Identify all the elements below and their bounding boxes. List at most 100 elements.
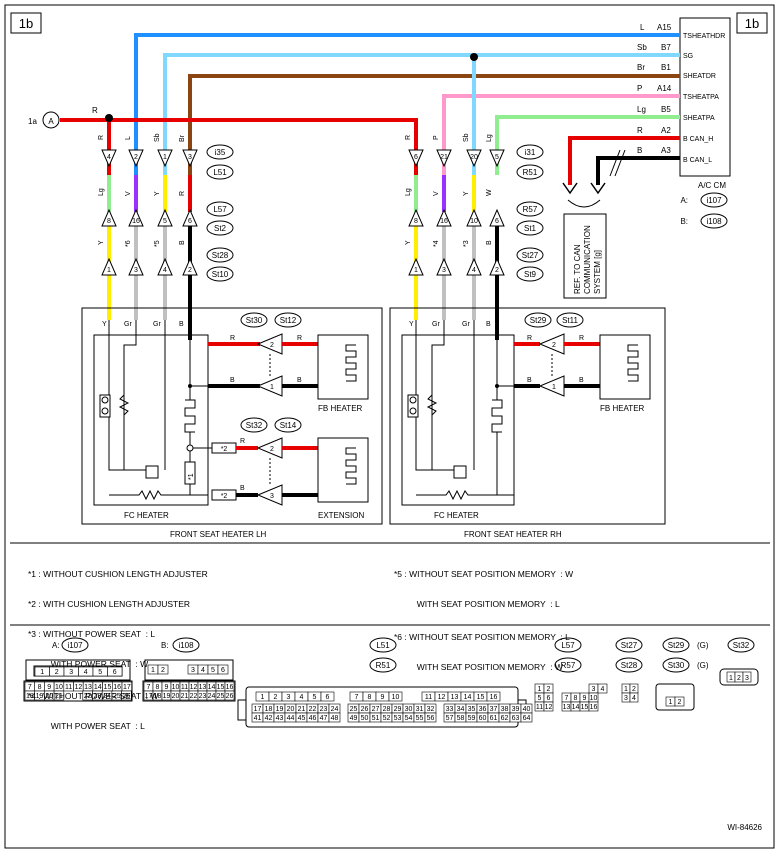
pin-number: 6 [326,694,330,701]
svg-text:16: 16 [440,218,448,225]
pin-number: 13 [563,704,571,711]
pin-number: 17 [145,693,153,700]
svg-text:St29: St29 [530,316,547,325]
svg-text:TSHEATHDR: TSHEATHDR [683,33,725,40]
pin-number: 62 [501,715,509,722]
svg-text:4: 4 [163,267,167,274]
pin-number: 1 [151,667,155,674]
svg-text:*1: *1 [188,473,195,480]
can-reference-note: REF. TO CAN COMMUNICATION SYSTEM [g] [563,213,607,299]
pin-cell [424,712,437,723]
ac-pin-row-a14: P A14 TSHEATPA [637,84,719,101]
pin-number: 55 [416,715,424,722]
page-tag-left: 1b [19,16,33,31]
page-tag-left-box [10,12,42,34]
pin-number: 28 [383,706,391,713]
svg-text:1: 1 [107,267,111,274]
lh-fb-heater-label: FB HEATER [318,404,363,413]
svg-text:R: R [240,438,245,445]
pin-number: 2 [632,686,636,693]
lh-connector-ids: i35 L51 L57 St2 St28 St10 [206,144,234,282]
footnotes-left: *1 : WITHOUT CUSHION LENGTH ADJUSTER *2 … [28,549,208,741]
svg-text:R: R [179,191,186,196]
page-tag-right-box [736,12,768,34]
svg-text:B CAN_H: B CAN_H [683,136,713,143]
svg-text:R: R [405,135,412,140]
svg-text:1: 1 [414,267,418,274]
pin-number: 2 [161,667,165,674]
pin-number: 34 [457,706,465,713]
pin-number: 13 [451,694,459,701]
pin-cell [320,691,335,702]
pin-number: 21 [181,693,189,700]
svg-text:5: 5 [163,218,167,225]
pin-number: 4 [84,669,88,676]
svg-text:A14: A14 [657,84,672,93]
pin-number: 24 [103,693,111,700]
pin-number: 57 [446,715,454,722]
svg-text:B: B [240,485,245,492]
pin-number: 56 [427,715,435,722]
svg-text:A:: A: [680,196,688,205]
pin-number: 35 [468,706,476,713]
pin-number: 23 [320,706,328,713]
pin-number: 54 [405,715,413,722]
pin-number: 3 [592,686,596,693]
pin-number: 41 [254,715,262,722]
svg-text:2: 2 [270,342,274,349]
svg-text:L51: L51 [376,641,390,650]
note-row: *5 : WITHOUT SEAT POSITION MEMORY : W [394,569,574,579]
ac-pin-row-b1: Br B1 SHEATDR [637,63,716,80]
svg-text:Y: Y [463,191,470,196]
rh-box-title: FRONT SEAT HEATER RH [464,530,562,539]
ac-pin-row-a15: L A15 TSHEATHDR [640,23,725,40]
lh-fc-heater-label: FC HEATER [124,511,169,520]
svg-text:2: 2 [552,342,556,349]
pin-number: 24 [331,706,339,713]
svg-text:6: 6 [188,218,192,225]
pin-number: 10 [590,695,598,702]
svg-text:Gr: Gr [462,321,470,328]
svg-text:R57: R57 [523,205,538,214]
svg-text:5: 5 [495,154,499,161]
pin-number: 5 [211,667,215,674]
pin-number: 6 [113,669,117,676]
pin-number: 58 [457,715,465,722]
note-row: WITH POWER SEAT : L [46,721,145,731]
svg-text:2: 2 [188,267,192,274]
rh-fb-heater-label: FB HEATER [600,404,645,413]
note-row: WITH SEAT POSITION MEMORY : W [412,662,563,672]
svg-text:i108: i108 [706,217,722,226]
svg-text:Y: Y [102,321,107,328]
svg-text:St1: St1 [524,224,537,233]
rh-connector-ids: i31 R51 R57 St1 St27 St9 [516,144,544,282]
svg-text:St32: St32 [733,641,750,650]
svg-text:2: 2 [270,446,274,453]
pin-number: 37 [490,706,498,713]
pin-number: 3 [191,667,195,674]
pin-number: 2 [547,686,551,693]
svg-text:Gr: Gr [432,321,440,328]
svg-text:20: 20 [470,154,478,161]
pin-number: 45 [298,715,306,722]
pin-number: 23 [93,693,101,700]
svg-text:Lg: Lg [637,105,646,114]
pin-number: 18 [154,693,162,700]
pin-number: 8 [368,694,372,701]
pin-number: 32 [427,706,435,713]
svg-text:R: R [637,126,643,135]
pin-number: 25 [113,693,121,700]
pin-number: 12 [190,684,198,691]
svg-text:B: B [297,377,302,384]
pin-number: 49 [350,715,358,722]
pin-number: 7 [28,684,32,691]
svg-text:Y: Y [405,240,412,245]
pin-number: 13 [84,684,92,691]
front-seat-heater-lh: Y Gr Gr B FC HEATER FRONT SEAT HEATER LH… [81,307,383,539]
pin-number: 8 [574,695,578,702]
svg-text:Br: Br [179,134,186,142]
pin-number: 61 [490,715,498,722]
